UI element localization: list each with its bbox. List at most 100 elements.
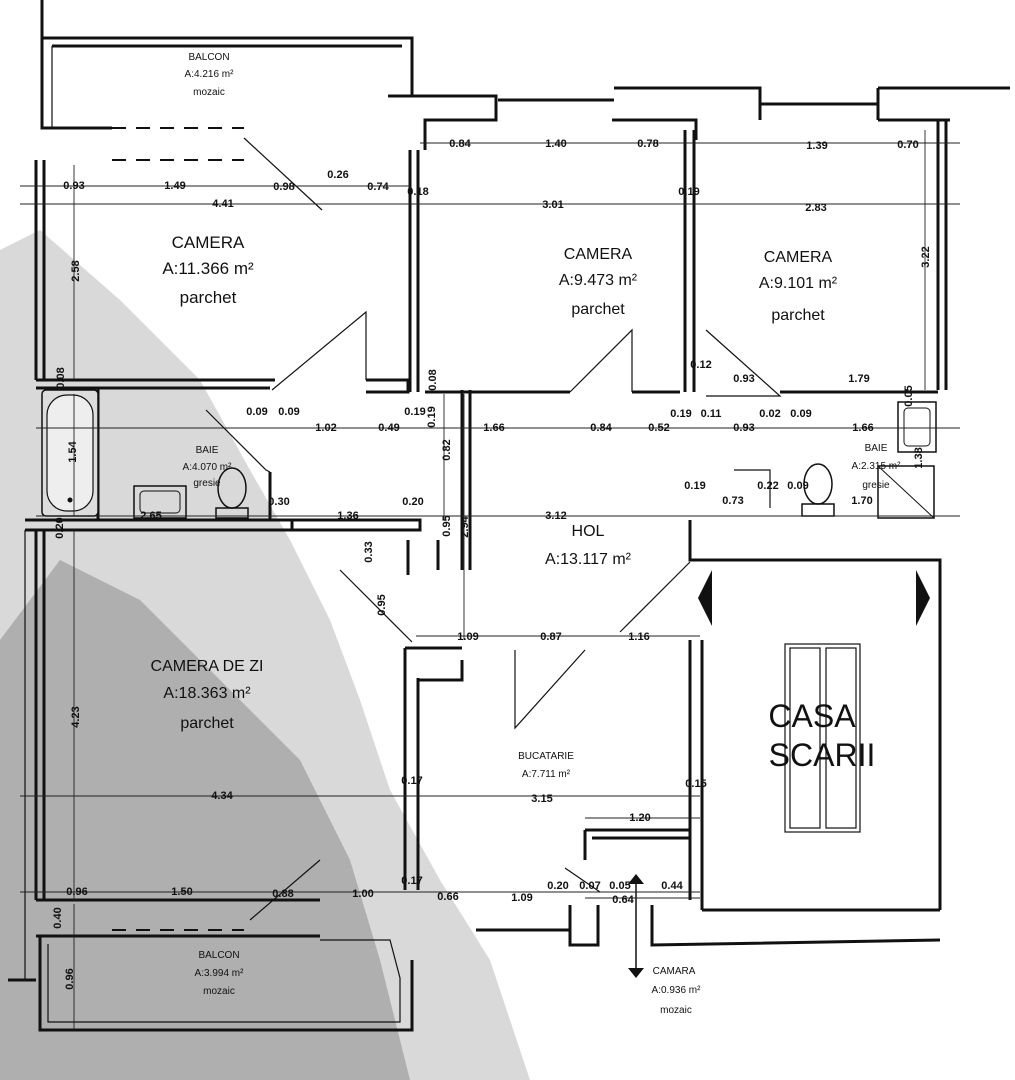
dim-label: 4.41 [212, 198, 233, 210]
dim-label: 0.09 [790, 408, 811, 420]
walls [8, 0, 1010, 1032]
dim-label: 2.65 [140, 510, 161, 522]
dim-label: 1.40 [545, 138, 566, 150]
dim-label: 1.20 [629, 812, 650, 824]
camara-arrow-icon [628, 874, 644, 978]
camera-de-zi-finish: parchet [180, 715, 234, 732]
dim-label: 1.50 [171, 886, 192, 898]
dim-label: 1.79 [848, 373, 869, 385]
baie2-area: A:2.315 m² [852, 461, 902, 472]
sink-icon-2 [897, 401, 937, 453]
dim-label: 1.09 [457, 631, 478, 643]
dim-label: 2.58 [70, 260, 82, 281]
balcon-bottom-area: A:3.994 m² [195, 968, 245, 979]
dim-label: 4.23 [70, 706, 82, 727]
dim-label: 0.64 [612, 894, 634, 906]
dim-label: 0.18 [407, 186, 428, 198]
dim-label: 3.12 [545, 510, 566, 522]
hol-name: HOL [572, 523, 605, 540]
dim-label: 1.38 [913, 447, 925, 468]
dim-label: 0.11 [701, 408, 722, 420]
dim-label: 0.93 [733, 422, 754, 434]
dim-label: 0.15 [685, 778, 706, 790]
dim-label: 0.17 [401, 875, 422, 887]
hol-area: A:13.117 m² [545, 551, 632, 568]
dim-label: 1.36 [337, 510, 358, 522]
dim-label: 0.08 [55, 367, 67, 388]
camera2-finish: parchet [571, 301, 625, 318]
dim-label: 0.19 [684, 480, 705, 492]
dim-label: 0.09 [278, 406, 299, 418]
dim-label: 0.09 [246, 406, 267, 418]
dim-label: 0.93 [63, 180, 84, 192]
bathtub [41, 389, 99, 517]
balcon-top-finish: mozaic [193, 87, 225, 98]
dim-label: 0.20 [54, 517, 66, 538]
scan-shadow [0, 230, 530, 1080]
dim-label: 1.66 [483, 422, 504, 434]
baie1-area: A:4.070 m² [183, 462, 233, 473]
dim-label: 0.95 [441, 515, 453, 536]
dim-label: 0.19 [670, 408, 691, 420]
dim-label: 1.00 [352, 888, 373, 900]
dim-label: 0.40 [52, 907, 64, 928]
dim-label: 0.84 [449, 138, 471, 150]
dim-label: 0.70 [897, 139, 918, 151]
camera1-area: A:11.366 m² [162, 259, 254, 278]
dim-label: 0.49 [378, 422, 399, 434]
dim-label: 1.09 [511, 892, 532, 904]
dim-label: 3.15 [531, 793, 552, 805]
baie2-name: BAIE [865, 443, 888, 454]
dim-label: 2.94 [459, 515, 471, 537]
camera3-area: A:9.101 m² [759, 275, 838, 292]
dimension-labels: 0.93 1.49 0.98 0.26 0.74 0.18 4.41 0.84 … [52, 138, 932, 990]
dim-label: 0.02 [759, 408, 780, 420]
dim-label: 0.93 [733, 373, 754, 385]
dim-label: 0.09 [787, 480, 808, 492]
camera2-area: A:9.473 m² [559, 272, 638, 289]
dim-label: 3.22 [920, 246, 932, 267]
camara-name: CAMARA [653, 966, 696, 977]
baie2-finish: gresie [862, 480, 890, 491]
dim-label: 0.17 [401, 775, 422, 787]
dimension-lines [20, 130, 960, 1030]
sink-icon [133, 485, 187, 519]
dim-label: 0.12 [690, 359, 711, 371]
camera3-finish: parchet [771, 307, 825, 324]
casa-scarii-line1: CASA [768, 698, 856, 734]
dim-label: 0.30 [268, 496, 289, 508]
camera2-name: CAMERA [564, 246, 633, 263]
dim-label: 0.20 [547, 880, 568, 892]
dim-label: 0.96 [64, 968, 76, 989]
dim-label: 1.02 [315, 422, 336, 434]
bucatarie-area: A:7.711 m² [522, 769, 571, 780]
dim-label: 1.39 [806, 140, 827, 152]
dim-label: 0.19 [426, 406, 438, 427]
camara-area: A:0.936 m² [652, 985, 702, 996]
dim-label: 0.26 [327, 169, 348, 181]
dim-label: 0.73 [722, 495, 743, 507]
dim-label: 0.19 [404, 406, 425, 418]
baie1-finish: gresie [193, 478, 221, 489]
dim-label: 2.83 [805, 202, 826, 214]
camera-de-zi-name: CAMERA DE ZI [151, 658, 264, 675]
door-swings [205, 137, 782, 921]
dim-label: 0.20 [402, 496, 423, 508]
casa-scarii-line2: SCARII [769, 737, 876, 773]
dim-label: 0.05 [903, 385, 915, 406]
camera1-name: CAMERA [172, 233, 245, 252]
shower-icon [877, 465, 935, 519]
dim-label: 0.08 [427, 369, 439, 390]
arrow-left-icon [698, 570, 712, 626]
camera1-finish: parchet [180, 288, 237, 307]
dim-label: 1.66 [852, 422, 873, 434]
balcon-bottom-name: BALCON [198, 950, 239, 961]
dim-label: 0.96 [66, 886, 87, 898]
balcon-top-name: BALCON [188, 52, 229, 63]
camera3-name: CAMERA [764, 249, 833, 266]
dim-label: 0.87 [540, 631, 561, 643]
camara-finish: mozaic [660, 1005, 692, 1016]
dim-label: 1.16 [628, 631, 649, 643]
camera-de-zi-area: A:18.363 m² [163, 685, 251, 702]
